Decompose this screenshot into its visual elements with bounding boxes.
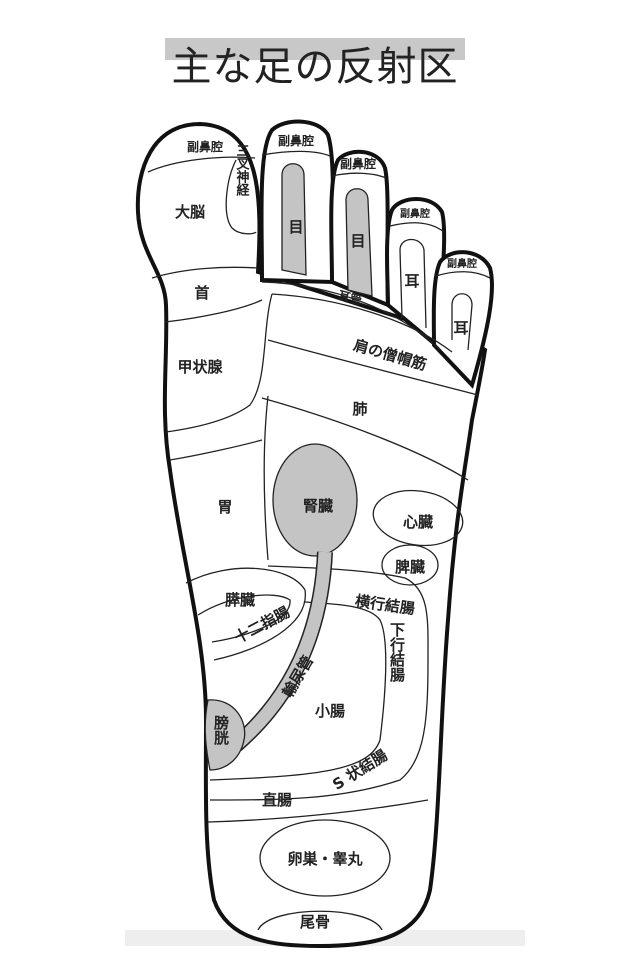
rectum-bottom <box>207 799 429 823</box>
lung-bottom <box>261 397 469 481</box>
stomach-left-top <box>169 439 263 461</box>
sinus-divider-toe3 <box>331 172 387 179</box>
label-eustachian: 耳管 <box>337 287 364 307</box>
label-kidney: 腎臓 <box>303 497 333 515</box>
label-descending-colon: 下行結腸 <box>388 622 406 683</box>
eye-zone-toe3 <box>345 188 373 297</box>
label-sinus-big-toe: 副鼻腔 <box>187 139 223 154</box>
label-neck: 首 <box>194 284 209 302</box>
neck-bottom-line <box>164 299 263 323</box>
coccyx-line <box>257 910 383 931</box>
title-highlight-band <box>165 38 465 60</box>
trapezius-bottom <box>267 339 479 396</box>
sinus-divider-big-toe <box>147 156 256 173</box>
ureter-fill <box>231 551 332 750</box>
label-coccyx: 尾骨 <box>300 913 330 931</box>
sinus-divider-toe4 <box>389 222 445 233</box>
label-eye-toe2: 目 <box>288 218 303 236</box>
eye-zone-toe2 <box>281 163 307 276</box>
label-sinus-toe2: 副鼻腔 <box>278 133 314 148</box>
eustachian-band-bottom <box>271 293 453 353</box>
label-heart: 心臓 <box>403 513 433 531</box>
label-sinus-toe3: 副鼻腔 <box>340 156 376 171</box>
page-title: 主な足の反射区 <box>171 44 459 90</box>
label-stomach: 胃 <box>217 498 232 516</box>
stomach-right-line <box>263 395 269 561</box>
label-cerebrum: 大脳 <box>175 203 205 221</box>
ovary-testis-zone <box>259 819 391 897</box>
label-thyroid: 甲状腺 <box>177 358 223 376</box>
label-spleen: 脾臓 <box>395 558 425 576</box>
label-pancreas: 膵臓 <box>225 591 255 609</box>
label-sinus-toe5: 副鼻腔 <box>447 257 477 270</box>
kidney-zone <box>272 443 358 557</box>
label-bladder: 膀胱 <box>212 714 230 746</box>
label-lung: 肺 <box>352 400 367 418</box>
ear-zone-toe4 <box>399 238 427 329</box>
sinus-divider-toe5 <box>435 271 491 279</box>
label-ear-toe4: 耳 <box>404 272 419 290</box>
label-eye-toe3: 目 <box>350 232 365 250</box>
ear-zone-toe5 <box>451 293 473 351</box>
thyroid-boundary <box>165 293 273 433</box>
label-trigeminal: 三叉神経 <box>234 144 251 197</box>
toe-5-outline <box>431 250 494 389</box>
label-sinus-toe4: 副鼻腔 <box>400 207 430 220</box>
label-ovary-testis: 卵巣・睾丸 <box>287 850 363 868</box>
label-rectum: 直腸 <box>262 791 292 809</box>
sinus-divider-toe2 <box>261 150 331 157</box>
pancreas-inner <box>197 594 291 643</box>
bladder-zone <box>204 699 246 771</box>
pancreas-duodenum-outer <box>185 567 306 661</box>
trigeminal-region <box>225 159 257 235</box>
colon-inner <box>209 601 387 781</box>
eustachian-band-top <box>261 281 441 351</box>
label-ear-toe5: 耳 <box>453 319 468 337</box>
spleen-zone <box>381 544 439 586</box>
colon-top <box>209 565 429 801</box>
neck-top-line <box>151 266 259 279</box>
label-small-intestine: 小腸 <box>315 702 345 720</box>
